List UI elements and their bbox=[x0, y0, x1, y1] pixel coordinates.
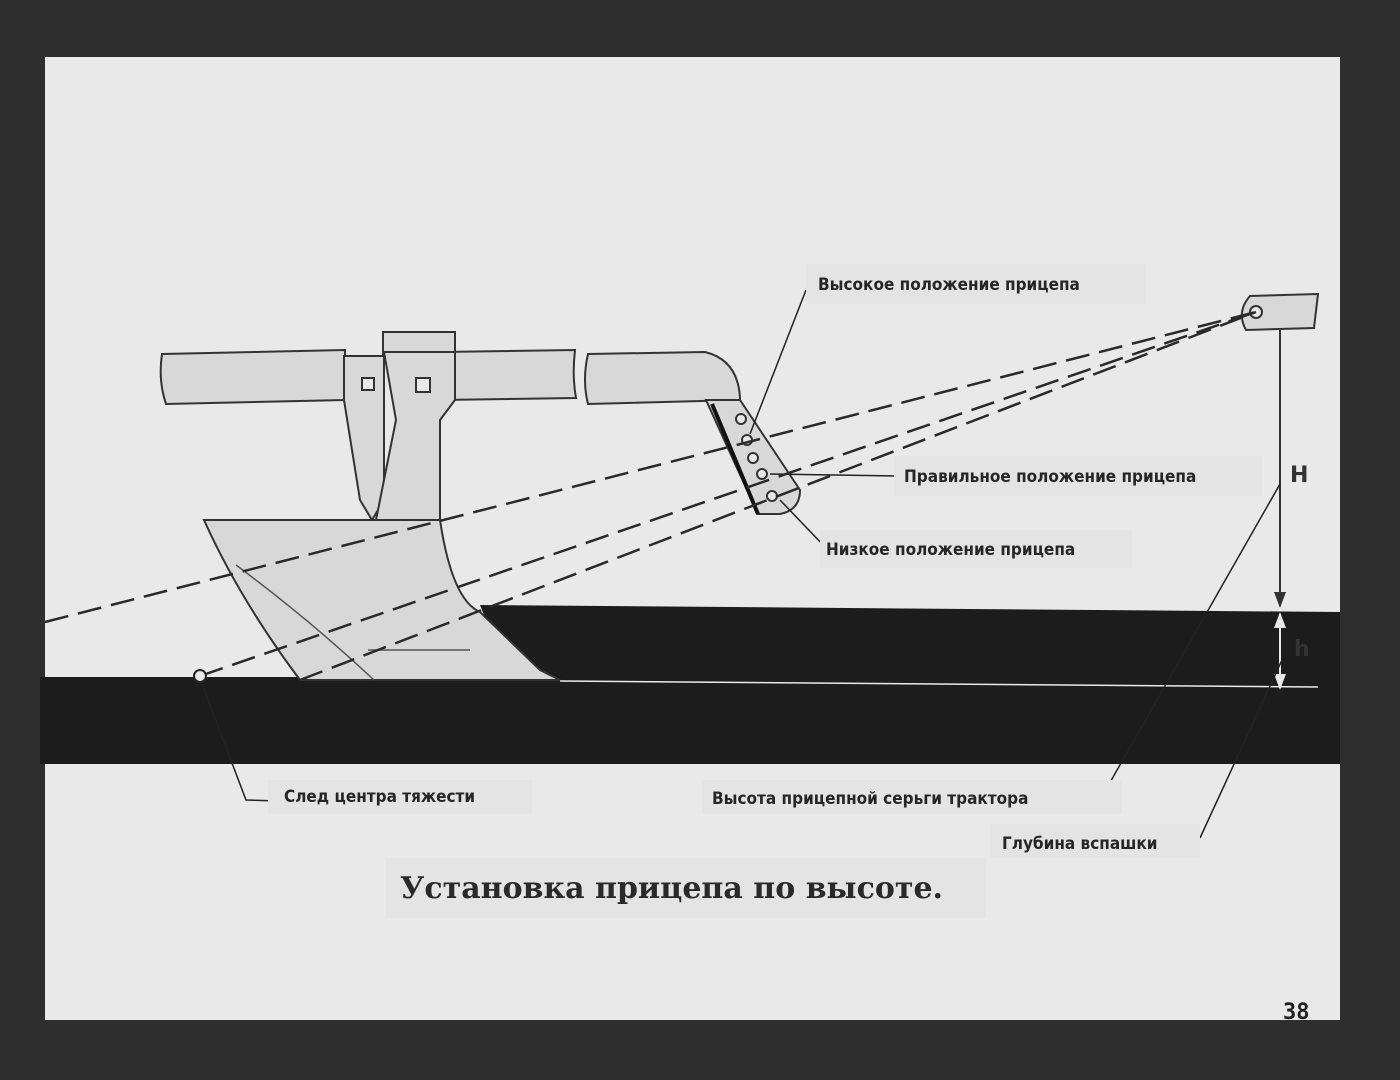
bolt-hole-2 bbox=[415, 377, 431, 393]
plow-standard bbox=[343, 331, 456, 522]
hitch-hole-correct bbox=[756, 468, 768, 480]
middle-beam bbox=[439, 348, 578, 402]
plow-frame bbox=[159, 348, 741, 406]
hitch-height-label: Высота прицепной серьги трактора bbox=[712, 789, 1028, 809]
dimension-h-label: h bbox=[1294, 637, 1310, 662]
traction-lines bbox=[44, 310, 1257, 682]
low-line bbox=[299, 310, 1257, 682]
hitch-hole-low bbox=[766, 490, 778, 502]
page-number: 38 bbox=[1283, 1000, 1310, 1025]
high-position-label: Высокое положение прицепа bbox=[818, 275, 1080, 295]
plowing-depth-label: Глубина вспашки bbox=[1002, 834, 1158, 854]
plow-body bbox=[202, 519, 561, 681]
low-position-label: Низкое положение прицепа bbox=[826, 540, 1075, 560]
furrow-bottom-line bbox=[559, 680, 1319, 688]
ground-band bbox=[40, 677, 1340, 764]
correct-position-label: Правильное положение прицепа bbox=[904, 467, 1196, 487]
standard-top-cap bbox=[382, 331, 456, 355]
bolt-hole-1 bbox=[361, 377, 375, 391]
label-backgrounds bbox=[268, 264, 1262, 918]
tractor-clevis bbox=[1240, 292, 1320, 332]
hitch-hole-1 bbox=[735, 413, 747, 425]
right-beam bbox=[584, 350, 741, 406]
left-beam bbox=[159, 348, 346, 406]
hitch-hole-3 bbox=[747, 452, 759, 464]
high-line bbox=[44, 310, 1257, 624]
slide-caption: Установка прицепа по высоте. bbox=[400, 871, 943, 906]
soil-layer bbox=[480, 605, 1340, 686]
leader-lines bbox=[201, 289, 1283, 839]
dimension-H-label: H bbox=[1290, 463, 1308, 488]
standard-body bbox=[374, 351, 456, 521]
dimension-lines bbox=[1274, 330, 1286, 690]
cg-trace-label: След центра тяжести bbox=[284, 787, 475, 807]
center-of-gravity-point bbox=[193, 669, 207, 683]
correct-line bbox=[199, 310, 1257, 678]
